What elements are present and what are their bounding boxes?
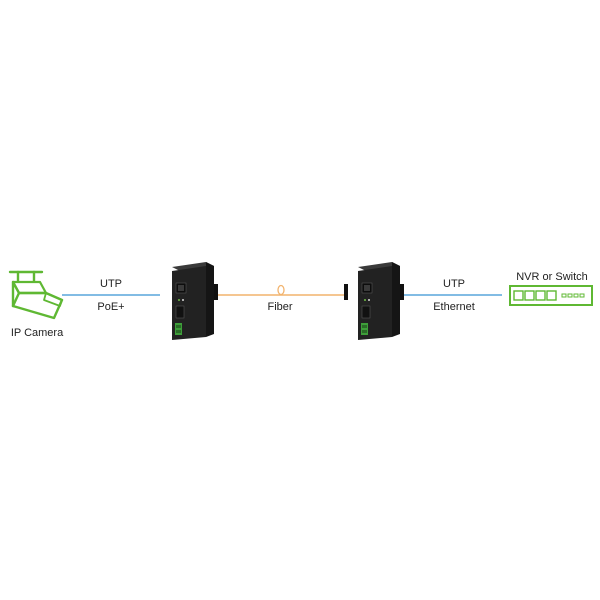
media-converter-icon [344, 262, 404, 340]
fiber-link [218, 284, 344, 296]
fiber-label: Fiber [267, 301, 293, 313]
poe-label: PoE+ [97, 301, 125, 313]
ethernet-label: Ethernet [433, 301, 475, 313]
camera-label: IP Camera [10, 327, 64, 339]
utp-label-left: UTP [100, 278, 122, 290]
utp-label-right: UTP [443, 278, 465, 290]
media-converter-icon [172, 262, 218, 340]
network-switch-icon [509, 285, 593, 306]
ip-camera-icon [8, 270, 64, 320]
switch-label: NVR or Switch [516, 271, 588, 283]
